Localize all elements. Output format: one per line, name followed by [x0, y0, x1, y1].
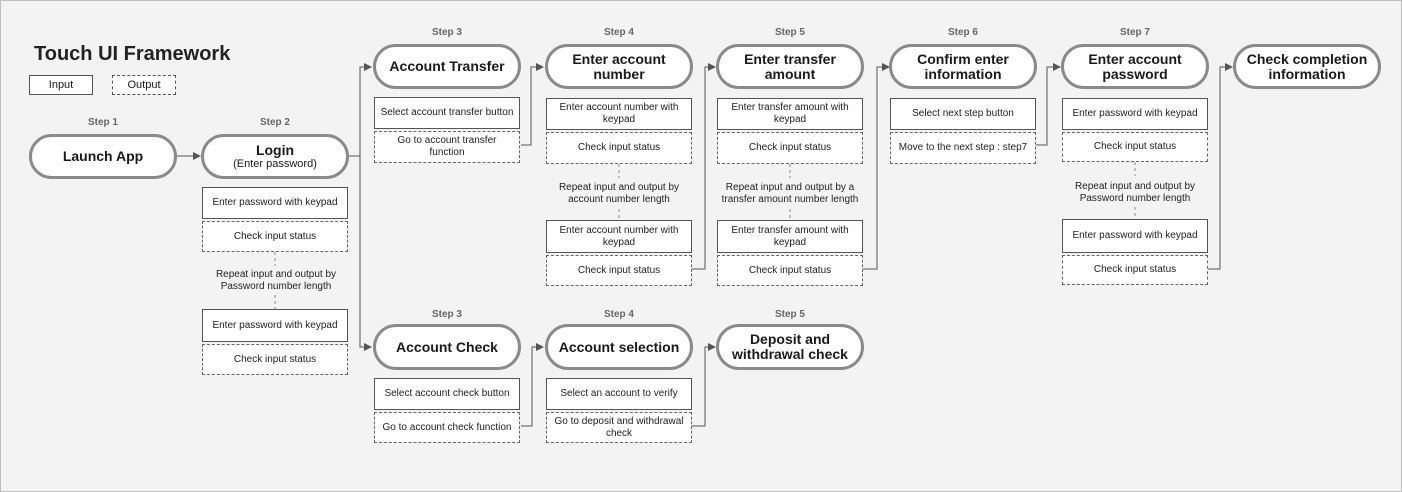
node-label: Enter account password: [1088, 50, 1182, 82]
node-login: Login (Enter password): [201, 134, 349, 179]
input-box: Enter password with keypad: [202, 187, 348, 219]
input-box: Select next step button: [890, 98, 1036, 130]
node-label: Launch App: [62, 148, 144, 164]
output-box: Check input status: [1062, 132, 1208, 162]
node-label: Confirm enter information: [917, 50, 1009, 82]
node-account-selection: Account selection: [545, 324, 693, 370]
output-box: Check input status: [202, 344, 348, 375]
output-box: Go to deposit and withdrawal check: [546, 412, 692, 443]
output-box: Check input status: [717, 132, 863, 164]
arrow-login-check: [359, 156, 372, 351]
input-box: Enter password with keypad: [1062, 219, 1208, 253]
input-box: Select account transfer button: [374, 97, 520, 129]
step-label: Step 4: [603, 309, 634, 320]
step-label: Step 2: [259, 117, 290, 128]
step-label: Step 3: [431, 27, 462, 38]
arrow-t6-t7: [1035, 63, 1061, 146]
node-enter-account-password: Enter account password: [1061, 44, 1209, 89]
step-label: Step 1: [87, 117, 118, 128]
legend-input: Input: [29, 75, 93, 95]
arrow-login-transfer: [349, 63, 372, 157]
arrow-t7-final: [1208, 63, 1233, 270]
node-label: Deposit and withdrawal check: [732, 331, 848, 362]
node-label: Account selection: [558, 338, 680, 355]
input-box: Enter password with keypad: [202, 309, 348, 342]
output-box: Check input status: [546, 255, 692, 286]
arrow-t4-t5: [692, 63, 716, 270]
output-box: Move to the next step : step7: [890, 132, 1036, 164]
output-box: Check input status: [546, 132, 692, 164]
input-box: Enter password with keypad: [1062, 98, 1208, 130]
node-label: Account Transfer: [389, 58, 505, 74]
node-label: Enter transfer amount: [744, 50, 836, 82]
input-box: Enter transfer amount with keypad: [717, 220, 863, 253]
step-label: Step 6: [947, 27, 978, 38]
step-label: Step 5: [774, 27, 805, 38]
input-box: Enter account number with keypad: [546, 98, 692, 130]
diagram-title: Touch UI Framework: [34, 43, 231, 65]
repeat-note: Repeat input and output by a transfer am…: [721, 182, 859, 205]
node-deposit-and-withdrawal-check: Deposit and withdrawal check: [716, 324, 864, 370]
input-box: Select account check button: [374, 378, 520, 410]
node-check-completion-information: Check completion information: [1233, 44, 1381, 89]
output-box: Go to account transfer function: [374, 131, 520, 163]
node-enter-account-number: Enter account number: [545, 44, 693, 89]
node-sublabel: (Enter password): [233, 158, 317, 170]
node-label: Account Check: [396, 338, 498, 355]
step-label: Step 4: [603, 27, 634, 38]
arrow-c4-c5: [692, 343, 716, 427]
node-enter-transfer-amount: Enter transfer amount: [716, 44, 864, 89]
arrow-t3-t4: [521, 63, 544, 146]
repeat-note: Repeat input and output by Password numb…: [215, 269, 337, 292]
node-label: Login: [255, 142, 295, 158]
input-box: Enter transfer amount with keypad: [717, 98, 863, 130]
output-box: Go to account check function: [374, 412, 520, 443]
step-label: Step 5: [774, 309, 805, 320]
repeat-note: Repeat input and output by Password numb…: [1074, 181, 1196, 204]
arrow-t5-t6: [863, 63, 890, 270]
step-label: Step 3: [431, 309, 462, 320]
step-label: Step 7: [1119, 27, 1150, 38]
repeat-note: Repeat input and output by account numbe…: [558, 182, 680, 205]
output-box: Check input status: [717, 255, 863, 286]
node-confirm-enter-information: Confirm enter information: [889, 44, 1037, 89]
node-launch-app: Launch App: [29, 134, 177, 179]
node-account-transfer: Account Transfer: [373, 44, 521, 89]
node-label: Check completion information: [1246, 50, 1368, 82]
node-account-check: Account Check: [373, 324, 521, 370]
arrow-c3-c4: [521, 343, 544, 427]
output-box: Check input status: [202, 221, 348, 252]
input-box: Select an account to verify: [546, 378, 692, 410]
legend-output: Output: [112, 75, 176, 95]
input-box: Enter account number with keypad: [546, 220, 692, 253]
output-box: Check input status: [1062, 255, 1208, 285]
node-label: Enter account number: [572, 50, 666, 82]
